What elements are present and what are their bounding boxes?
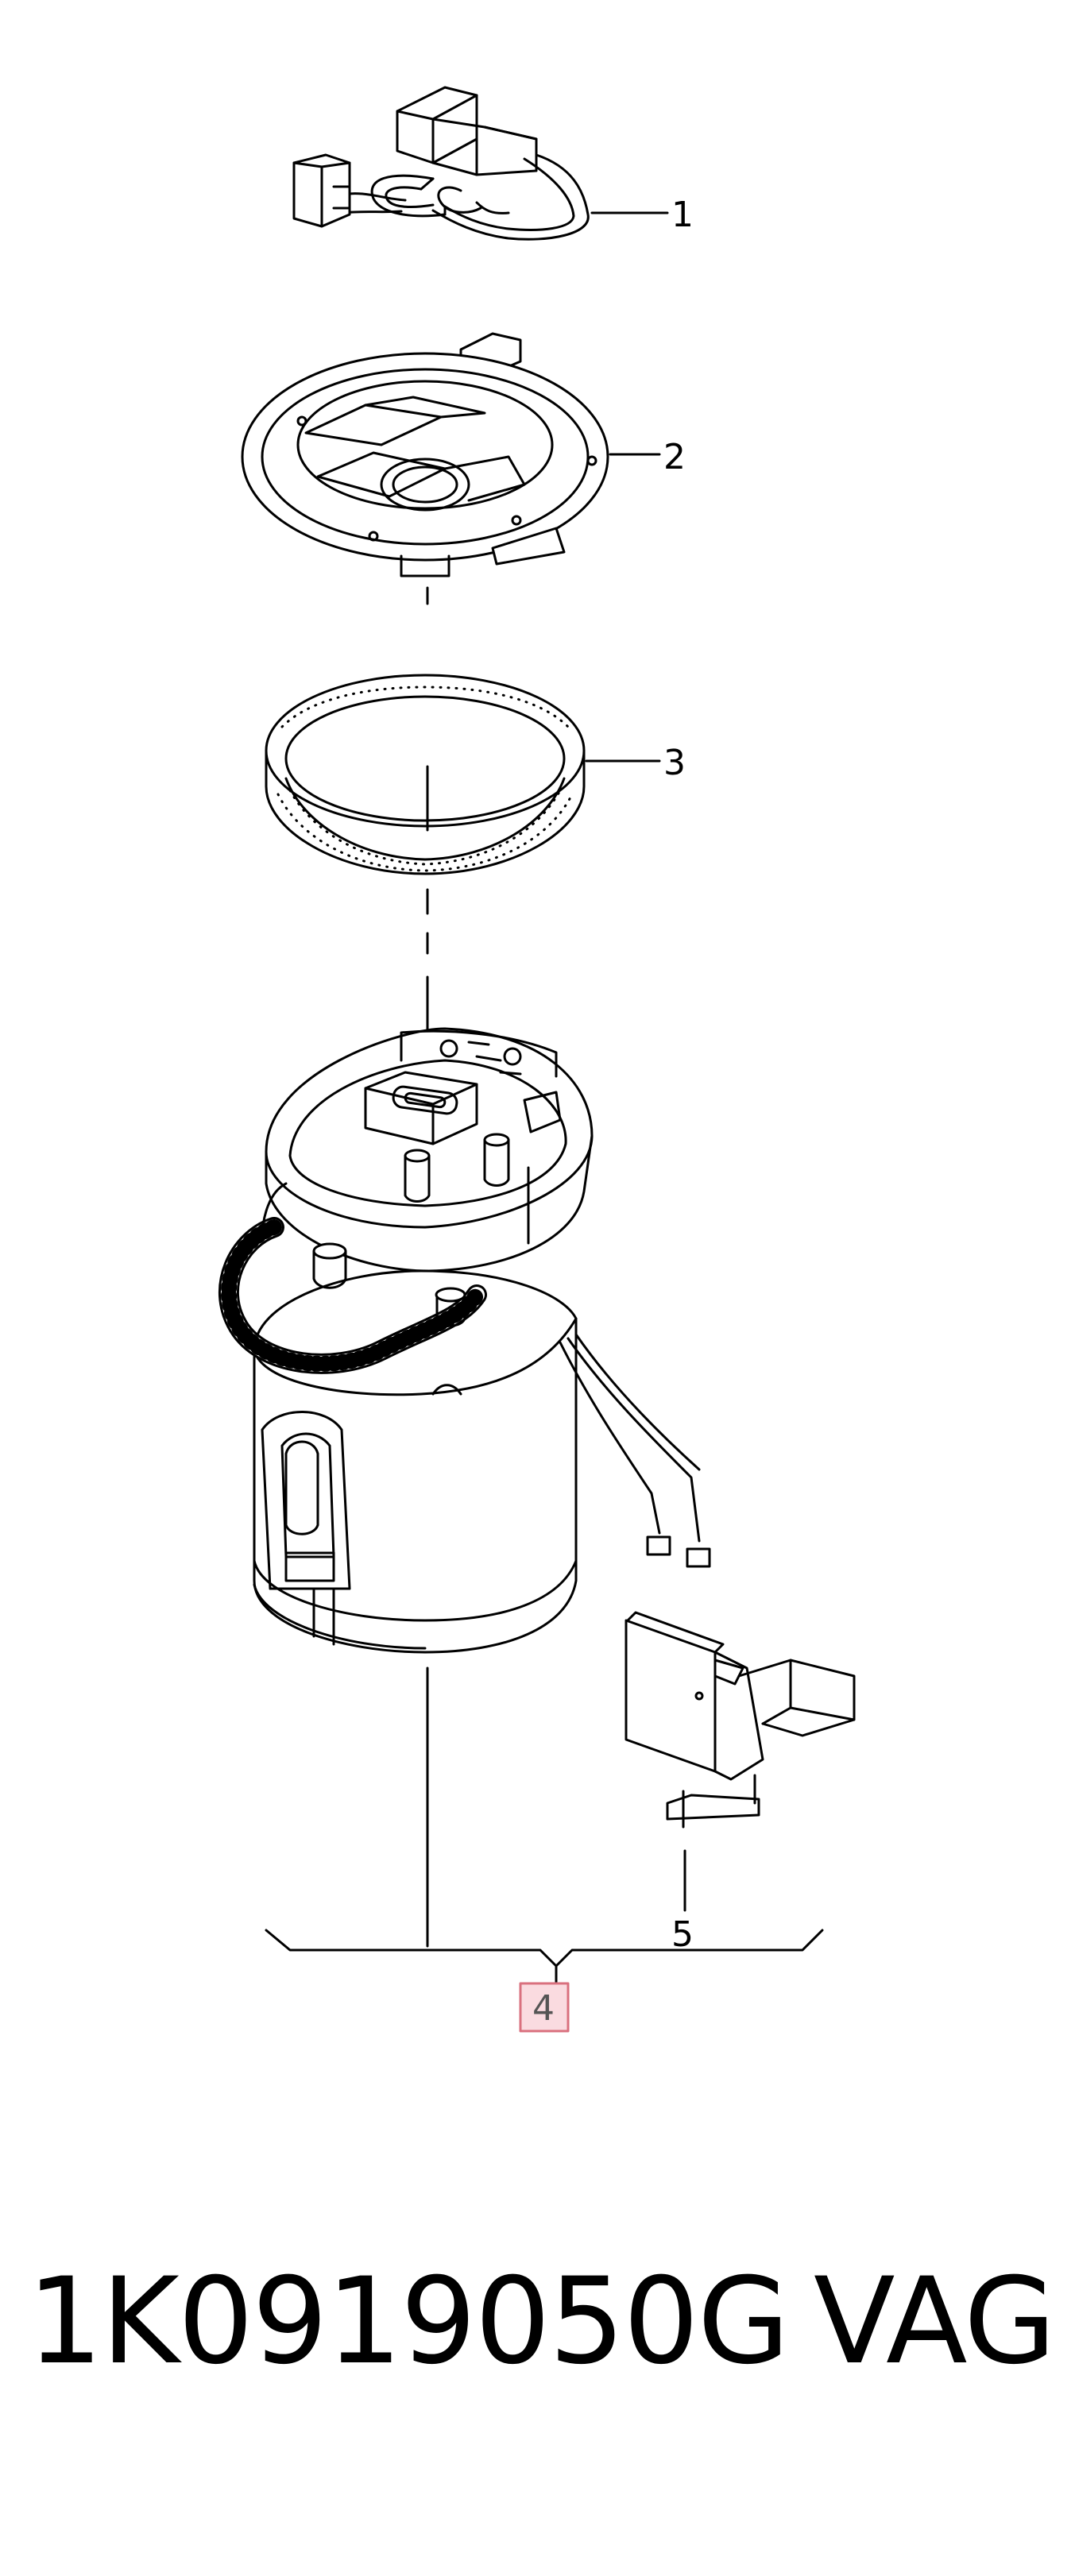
- part-caption: 1K0919050G VAG: [27, 2253, 1060, 2391]
- brand-name: VAG: [814, 2253, 1056, 2391]
- callout-4-highlight: 4: [519, 1982, 570, 2033]
- part-4-fuel-delivery-unit: [218, 1027, 711, 1948]
- part-1-wiring-harness: [292, 86, 669, 241]
- callout-2: 2: [663, 437, 686, 477]
- callout-5: 5: [671, 1914, 694, 1955]
- part-number: 1K0919050G: [27, 2253, 790, 2391]
- part-3-sealing-ring: [265, 674, 661, 875]
- harness-connector-large: [396, 86, 538, 176]
- part-2-locking-ring: [241, 332, 661, 605]
- callout-1: 1: [671, 195, 694, 235]
- part-5-level-sender: [625, 1611, 856, 1912]
- assembly-bracket: [265, 1929, 824, 1983]
- callout-3: 3: [663, 743, 686, 783]
- callout-4: 4: [532, 1988, 555, 2029]
- harness-connector-small: [292, 153, 351, 228]
